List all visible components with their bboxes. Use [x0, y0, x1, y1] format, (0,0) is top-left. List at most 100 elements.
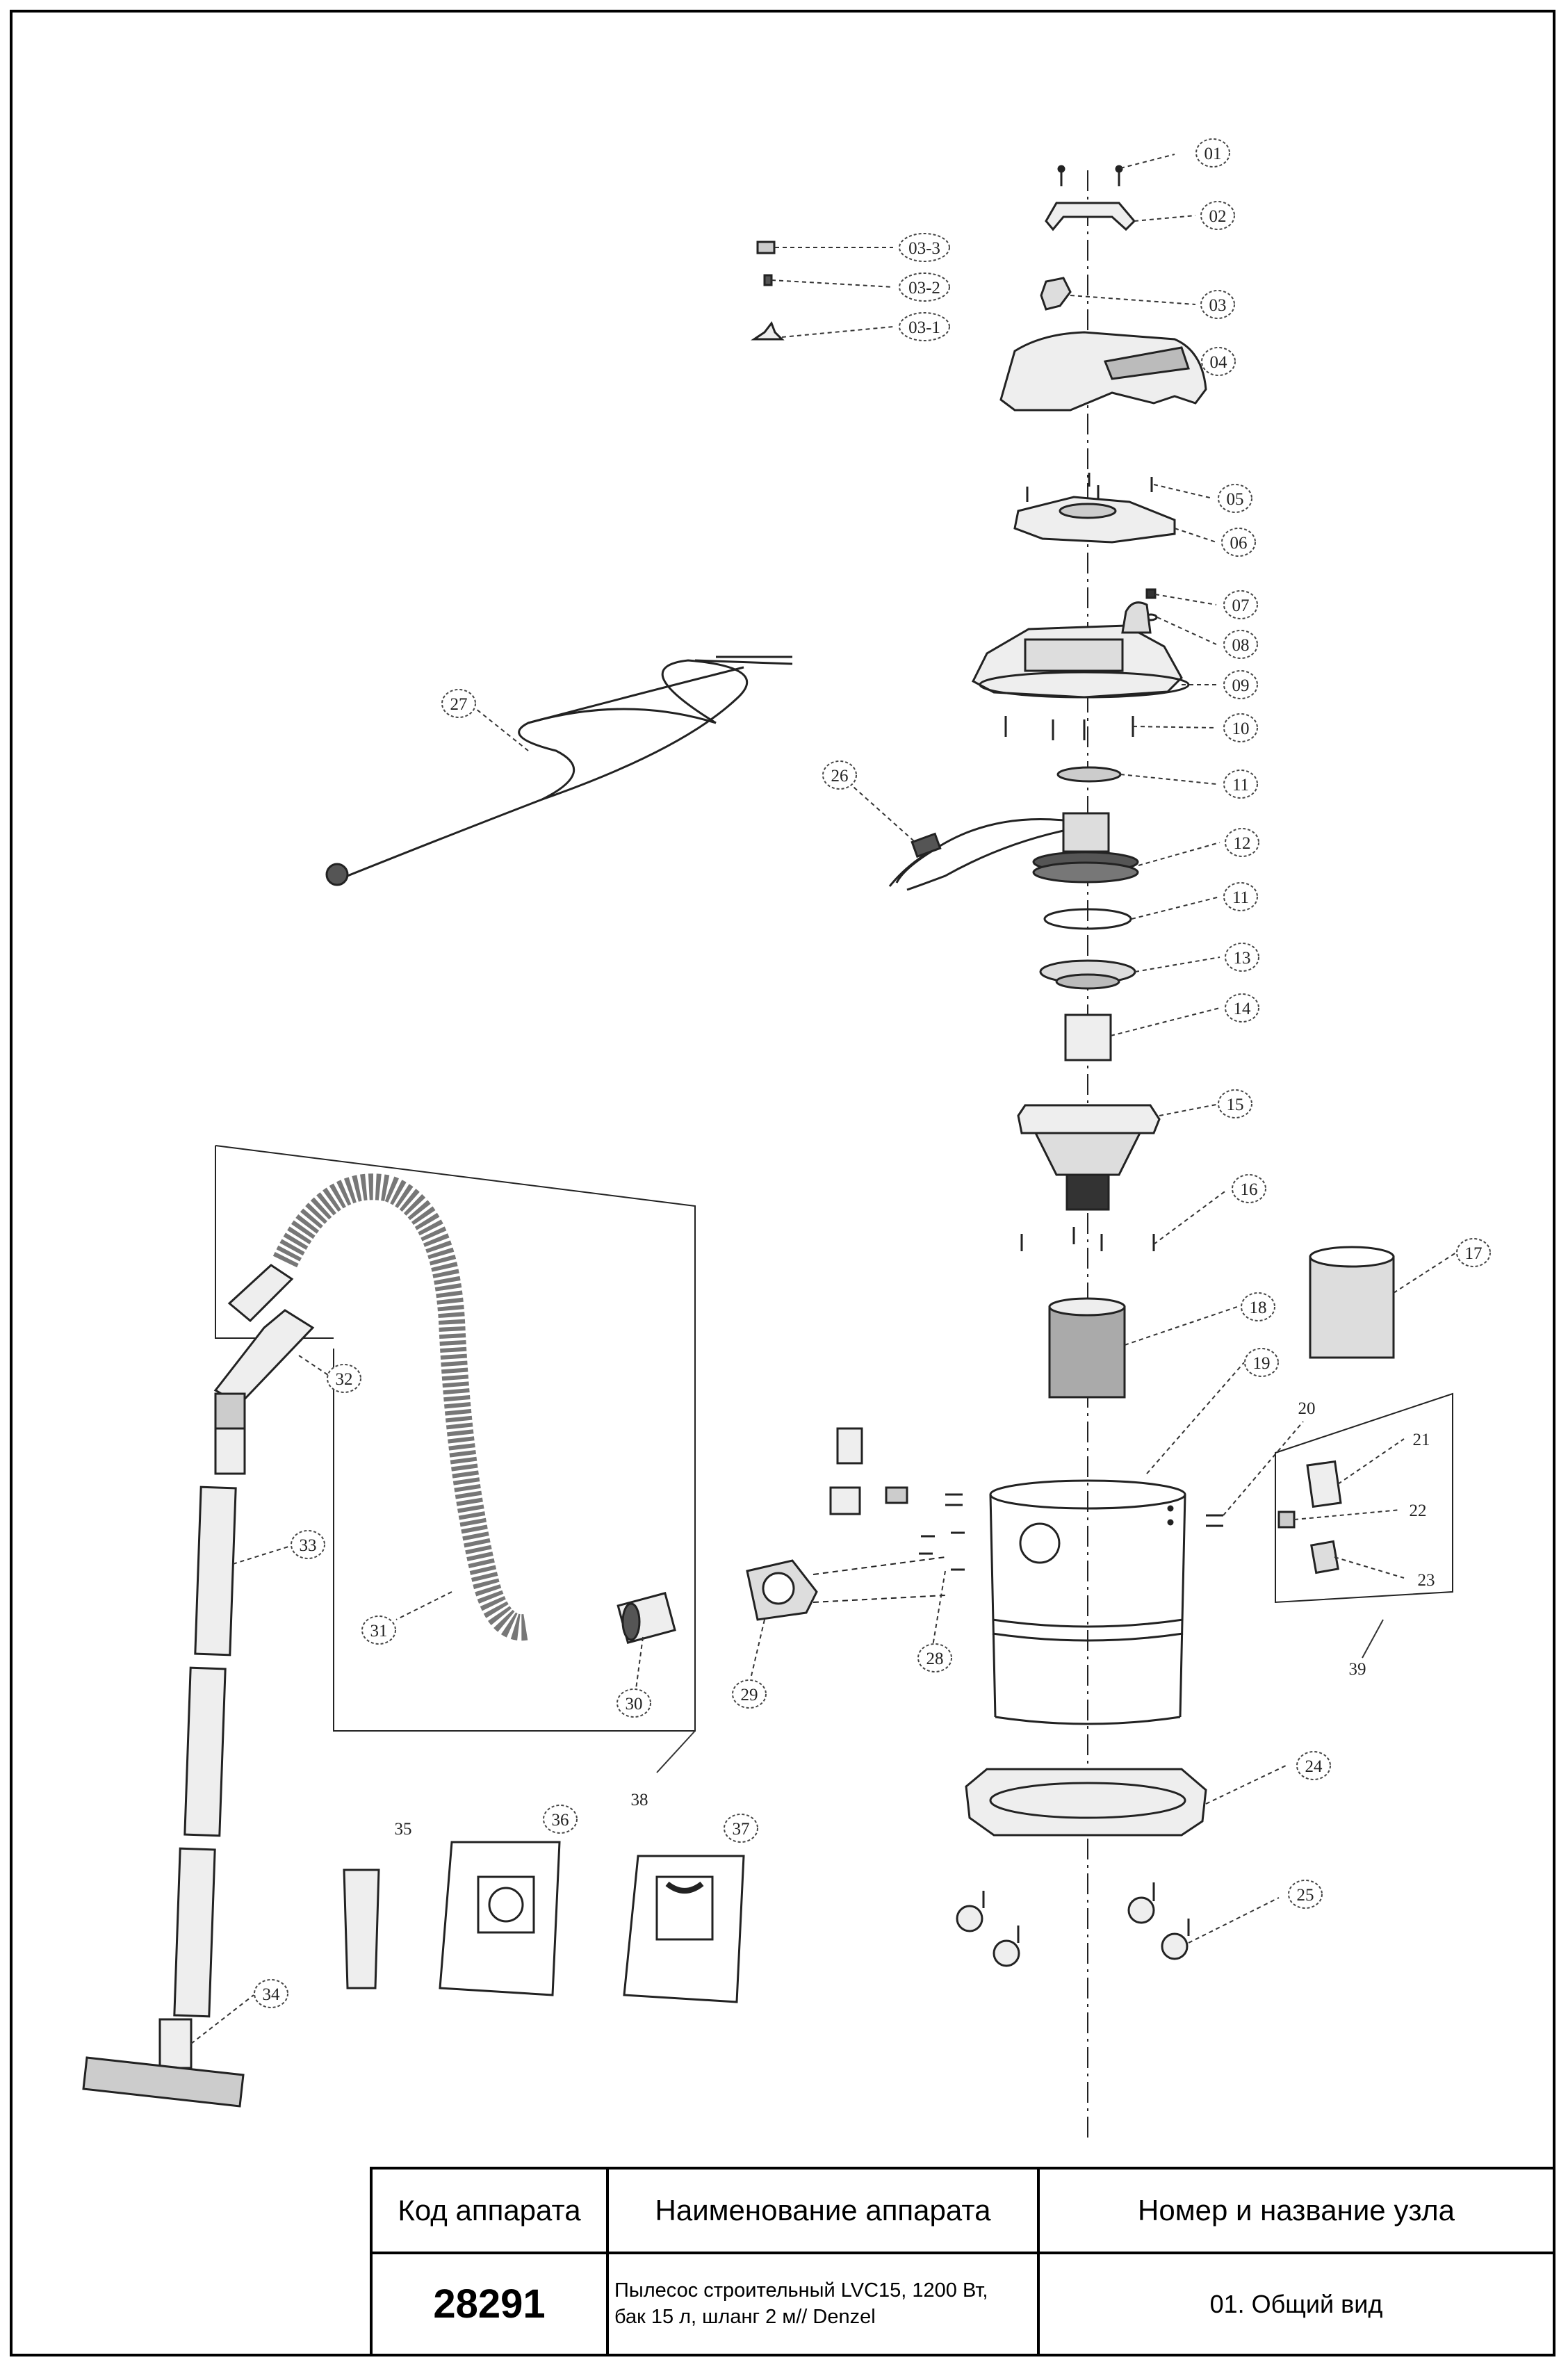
- part-28-screws: [812, 1531, 965, 1603]
- label-bubble: [1296, 1751, 1331, 1780]
- label-bubble: [616, 1688, 651, 1718]
- part-label-03-2: 03-2: [908, 279, 940, 298]
- part-label-26: 26: [831, 767, 849, 785]
- part-label-18: 18: [1250, 1299, 1267, 1317]
- part-label-22: 22: [1410, 1501, 1427, 1520]
- part-03-3: [756, 241, 776, 254]
- label-bubble: [291, 1530, 325, 1559]
- part-label-20: 20: [1298, 1399, 1316, 1418]
- label-bubble: [1201, 347, 1236, 376]
- label-bubble: [254, 1979, 288, 2008]
- part-03-2: [763, 274, 773, 286]
- part-label-24: 24: [1305, 1757, 1323, 1776]
- part-label-06: 06: [1230, 534, 1248, 553]
- part-label-01: 01: [1204, 145, 1222, 163]
- label-bubble: [899, 272, 950, 302]
- part-label-34: 34: [263, 1985, 281, 2004]
- part-label-38: 38: [631, 1791, 648, 1809]
- part-label-16: 16: [1241, 1180, 1258, 1199]
- label-bubble: [1456, 1238, 1491, 1267]
- part-15-filter-cage: [1017, 1104, 1161, 1211]
- part-label-12: 12: [1234, 834, 1251, 853]
- label-bubble: [1223, 882, 1258, 911]
- part-label-39: 39: [1349, 1660, 1366, 1679]
- part-03-1: [751, 320, 785, 341]
- part-label-11: 11: [1232, 888, 1249, 907]
- label-bubble: [1200, 201, 1235, 230]
- part-label-17: 17: [1465, 1244, 1483, 1263]
- drawing-frame: [10, 10, 1555, 2356]
- part-05-screws: [1026, 473, 1153, 502]
- label-bubble: [327, 1364, 361, 1393]
- part-02-handle: [1045, 202, 1136, 231]
- label-bubble: [1223, 670, 1258, 699]
- part-11-seal-ring-lower: [1043, 908, 1132, 930]
- leader-lines: [190, 154, 1457, 2044]
- part-12-motor: [895, 812, 1139, 891]
- part-03-switch-button: [1040, 277, 1072, 311]
- label-bubble: [1223, 590, 1258, 619]
- label-bubble: [1225, 993, 1259, 1023]
- label-bubble: [822, 760, 857, 790]
- label-bubble: [1225, 943, 1259, 972]
- part-label-15: 15: [1227, 1096, 1244, 1114]
- part-label-03-1: 03-1: [908, 318, 940, 337]
- unit-name: 01. Общий вид: [1037, 2252, 1555, 2356]
- label-bubble: [732, 1679, 767, 1709]
- part-16-screws: [1020, 1227, 1155, 1251]
- part-25-casters: [956, 1882, 1190, 1967]
- part-label-19: 19: [1253, 1354, 1271, 1373]
- title-header-unit: Номер и название узла: [1037, 2167, 1555, 2254]
- part-label-13: 13: [1234, 949, 1251, 968]
- part-label-25: 25: [1297, 1886, 1314, 1905]
- label-bubble: [1225, 828, 1259, 857]
- part-label-28: 28: [926, 1650, 944, 1668]
- part-label-32: 32: [336, 1370, 353, 1389]
- part-36-dust-bag: [439, 1841, 561, 1996]
- part-label-11: 11: [1232, 776, 1249, 795]
- device-name-line-2: бак 15 л, шланг 2 м// Denzel: [614, 2305, 876, 2328]
- part-label-07: 07: [1232, 596, 1250, 615]
- part-label-36: 36: [552, 1811, 569, 1830]
- label-bubble: [899, 233, 950, 262]
- group-38-frame: [215, 1145, 696, 1732]
- part-37-dust-bag: [623, 1855, 745, 2003]
- label-bubble: [361, 1615, 396, 1645]
- label-bubble: [1241, 1292, 1275, 1321]
- label-bubble: [1288, 1880, 1323, 1909]
- part-10-screws: [1004, 716, 1134, 740]
- label-bubble: [543, 1805, 578, 1834]
- part-label-30: 30: [626, 1695, 643, 1713]
- label-bubble: [1232, 1174, 1266, 1203]
- part-label-35: 35: [395, 1820, 412, 1839]
- part-06-motor-cover: [1013, 496, 1176, 544]
- part-label-05: 05: [1227, 490, 1244, 509]
- part-label-04: 04: [1210, 353, 1228, 372]
- device-name: Пылесос строительный LVC15, 1200 Вт, бак…: [606, 2252, 1040, 2356]
- part-27-power-cord: [325, 656, 793, 886]
- part-label-31: 31: [370, 1622, 388, 1641]
- group-39-clips: [1275, 1392, 1453, 1604]
- part-19-tank: [989, 1479, 1186, 1725]
- part-07: [1145, 588, 1157, 599]
- part-32-handle-elbow: [213, 1309, 315, 1475]
- device-code: 28291: [370, 2252, 609, 2356]
- label-bubble: [899, 312, 950, 341]
- part-17-foam-filter: [1309, 1246, 1395, 1359]
- label-bubble: [1244, 1348, 1279, 1377]
- part-label-29: 29: [741, 1686, 758, 1704]
- part-24-base: [965, 1768, 1207, 1837]
- label-bubble: [1223, 713, 1258, 742]
- part-01-screws: [1057, 165, 1123, 186]
- part-30-hose-cuff: [616, 1592, 676, 1644]
- part-26-switch: [888, 832, 942, 887]
- part-33-extension-tubes: [173, 1485, 237, 2018]
- part-11-seal-ring-upper: [1056, 766, 1122, 783]
- part-label-33: 33: [300, 1536, 317, 1555]
- label-bubble: [1218, 484, 1252, 513]
- part-label-27: 27: [450, 695, 468, 714]
- part-label-10: 10: [1232, 719, 1250, 738]
- part-20-side-clips: [829, 1427, 1223, 1527]
